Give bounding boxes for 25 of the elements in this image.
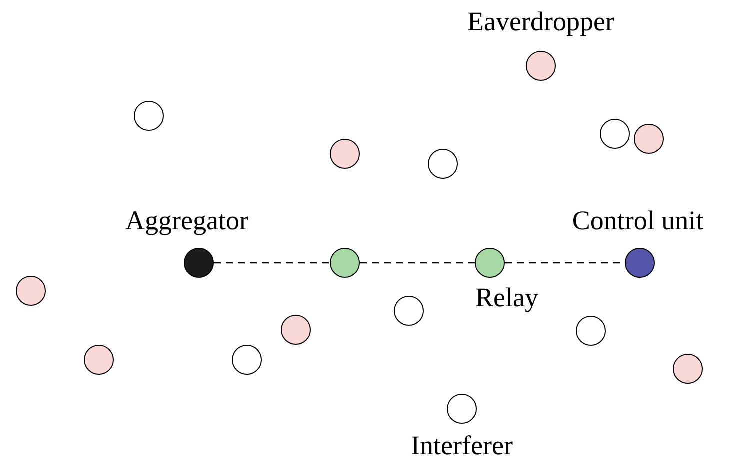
- circle-node: [447, 394, 477, 424]
- node-label: Interferer: [411, 432, 513, 460]
- circle-node: [134, 101, 164, 131]
- circle-node: [16, 276, 46, 306]
- circle-node: [281, 315, 311, 345]
- node-label: Aggregator: [126, 208, 248, 234]
- circle-node: [428, 149, 458, 179]
- circle-node: [526, 51, 556, 81]
- dashed-connector: [360, 262, 475, 264]
- circle-node: [232, 345, 262, 375]
- circle-node: [330, 248, 360, 278]
- dashed-connector: [214, 262, 330, 264]
- circle-node: [625, 248, 655, 278]
- node-label: Control unit: [572, 208, 704, 234]
- circle-node: [634, 124, 664, 154]
- circle-node: [475, 248, 505, 278]
- circle-node: [600, 119, 630, 149]
- circle-node: [673, 354, 703, 384]
- circle-node: [84, 345, 114, 375]
- circle-node: [394, 296, 424, 326]
- circle-node: [184, 248, 214, 278]
- node-label: Eaverdropper: [468, 8, 614, 36]
- node-label: Relay: [476, 284, 538, 312]
- circle-node: [330, 139, 360, 169]
- circle-node: [576, 316, 606, 346]
